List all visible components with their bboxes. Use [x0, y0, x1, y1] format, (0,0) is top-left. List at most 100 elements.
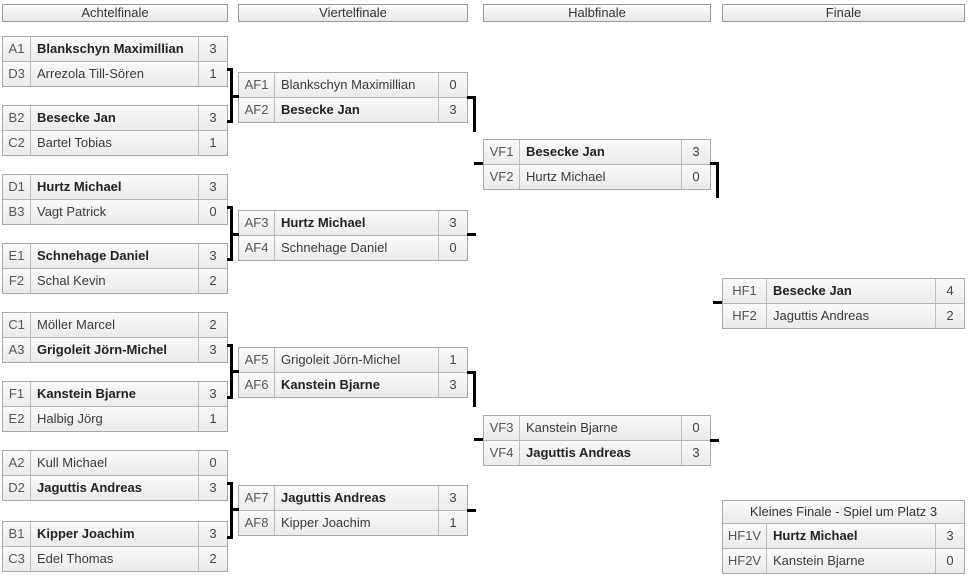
seed-cell: E2 [3, 407, 31, 431]
player-name-cell: Edel Thomas [37, 551, 114, 566]
match-achtelfinale-4: E1 Schnehage Daniel 3 F2 Schal Kevin 2 [2, 243, 228, 294]
score-cell: 2 [198, 313, 227, 337]
seed-cell: F2 [3, 269, 31, 293]
match-achtelfinale-5: C1 Möller Marcel 2 A3 Grigoleit Jörn-Mic… [2, 312, 228, 363]
match-row: HF2V Kanstein Bjarne 0 [723, 549, 964, 573]
match-row: HF1V Hurtz Michael 3 [723, 524, 964, 549]
player-name-cell: Kanstein Bjarne [773, 553, 865, 568]
player-name-cell: Jaguttis Andreas [37, 480, 142, 495]
match-row: B2 Besecke Jan 3 [3, 106, 227, 131]
bracket-connector [474, 438, 483, 441]
player-name-cell: Jaguttis Andreas [773, 308, 870, 323]
player-name-cell: Kipper Joachim [281, 515, 371, 530]
seed-cell: AF8 [239, 511, 275, 535]
seed-cell: HF1V [723, 524, 767, 548]
match-row: C3 Edel Thomas 2 [3, 547, 227, 571]
match-row: AF3 Hurtz Michael 3 [239, 211, 467, 236]
match-row: VF1 Besecke Jan 3 [484, 140, 710, 165]
bracket-connector [710, 439, 719, 442]
score-cell: 3 [198, 476, 227, 500]
round-header-halbfinale: Halbfinale [483, 4, 711, 22]
match-row: A3 Grigoleit Jörn-Michel 3 [3, 338, 227, 362]
score-cell: 3 [681, 441, 710, 465]
seed-cell: B3 [3, 200, 31, 224]
player-name-cell: Schnehage Daniel [281, 240, 388, 255]
match-achtelfinale-3: D1 Hurtz Michael 3 B3 Vagt Patrick 0 [2, 174, 228, 225]
seed-cell: AF4 [239, 236, 275, 260]
match-row: AF7 Jaguttis Andreas 3 [239, 486, 467, 511]
score-cell: 3 [198, 382, 227, 406]
player-name-cell: Jaguttis Andreas [526, 445, 631, 460]
bracket-connector [710, 162, 719, 198]
player-name-cell: Möller Marcel [37, 317, 116, 332]
player-name-cell: Besecke Jan [281, 102, 360, 117]
score-cell: 3 [681, 140, 710, 164]
score-cell: 1 [438, 511, 467, 535]
seed-cell: VF4 [484, 441, 520, 465]
third-place-title: Kleines Finale - Spiel um Platz 3 [723, 501, 964, 524]
round-header-finale: Finale [722, 4, 965, 22]
match-row: HF1 Besecke Jan 4 [723, 279, 964, 304]
seed-cell: C1 [3, 313, 31, 337]
player-name-cell: Arrezola Till-Sören [37, 66, 144, 81]
match-row: F1 Kanstein Bjarne 3 [3, 382, 227, 407]
match-row: B1 Kipper Joachim 3 [3, 522, 227, 547]
seed-cell: VF2 [484, 165, 520, 189]
match-row: D2 Jaguttis Andreas 3 [3, 476, 227, 500]
bracket-connector [713, 301, 722, 304]
score-cell: 0 [438, 236, 467, 260]
seed-cell: A1 [3, 37, 31, 61]
seed-cell: A3 [3, 338, 31, 362]
seed-cell: AF5 [239, 348, 275, 372]
player-name-cell: Jaguttis Andreas [281, 490, 386, 505]
seed-cell: D1 [3, 175, 31, 199]
player-name-cell: Hurtz Michael [281, 215, 366, 230]
seed-cell: C2 [3, 131, 31, 155]
match-row: AF2 Besecke Jan 3 [239, 98, 467, 122]
bracket-connector [227, 482, 233, 539]
player-name-cell: Besecke Jan [526, 144, 605, 159]
player-name-cell: Schal Kevin [37, 273, 106, 288]
match-row: AF5 Grigoleit Jörn-Michel 1 [239, 348, 467, 373]
match-row: C1 Möller Marcel 2 [3, 313, 227, 338]
match-row: D1 Hurtz Michael 3 [3, 175, 227, 200]
score-cell: 3 [935, 524, 964, 548]
match-row: C2 Bartel Tobias 1 [3, 131, 227, 155]
match-viertelfinale-4: AF7 Jaguttis Andreas 3 AF8 Kipper Joachi… [238, 485, 468, 536]
match-viertelfinale-3: AF5 Grigoleit Jörn-Michel 1 AF6 Kanstein… [238, 347, 468, 398]
score-cell: 0 [198, 200, 227, 224]
bracket-connector [467, 509, 476, 512]
bracket-connector [467, 371, 476, 407]
match-finale: HF1 Besecke Jan 4 HF2 Jaguttis Andreas 2 [722, 278, 965, 329]
seed-cell: AF6 [239, 373, 275, 397]
round-header-achtelfinale: Achtelfinale [2, 4, 228, 22]
seed-cell: AF3 [239, 211, 275, 235]
score-cell: 0 [438, 73, 467, 97]
player-name-cell: Kull Michael [37, 455, 108, 470]
score-cell: 1 [198, 407, 227, 431]
seed-cell: HF2 [723, 304, 767, 328]
score-cell: 0 [681, 165, 710, 189]
player-name-cell: Bartel Tobias [37, 135, 112, 150]
bracket-connector [474, 162, 483, 165]
match-row: VF2 Hurtz Michael 0 [484, 165, 710, 189]
seed-cell: E1 [3, 244, 31, 268]
match-row: VF3 Kanstein Bjarne 0 [484, 416, 710, 441]
player-name-cell: Kanstein Bjarne [281, 377, 380, 392]
match-row: AF1 Blankschyn Maximillian 0 [239, 73, 467, 98]
seed-cell: AF2 [239, 98, 275, 122]
player-name-cell: Grigoleit Jörn-Michel [37, 342, 168, 357]
score-cell: 2 [935, 304, 964, 328]
round-header-viertelfinale: Viertelfinale [238, 4, 468, 22]
score-cell: 2 [198, 269, 227, 293]
player-name-cell: Hurtz Michael [526, 169, 606, 184]
score-cell: 0 [681, 416, 710, 440]
score-cell: 4 [935, 279, 964, 303]
player-name-cell: Schnehage Daniel [37, 248, 149, 263]
score-cell: 0 [935, 549, 964, 573]
seed-cell: VF1 [484, 140, 520, 164]
bracket-connector [227, 206, 233, 261]
match-row: A1 Blankschyn Maximillian 3 [3, 37, 227, 62]
seed-cell: HF1 [723, 279, 767, 303]
